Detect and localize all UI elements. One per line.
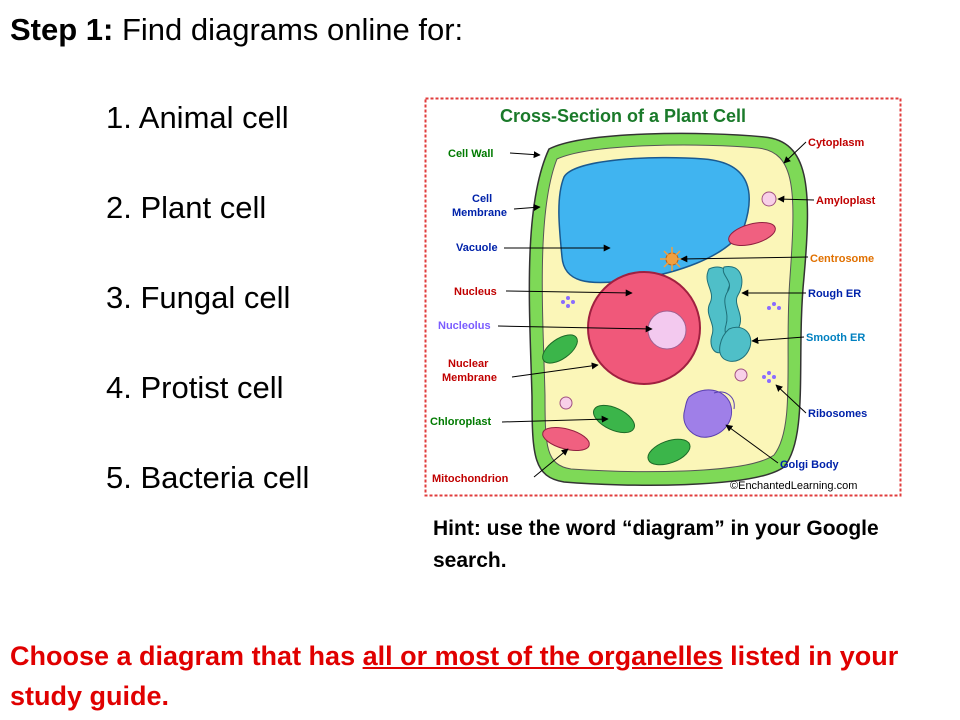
list-text: Protist cell bbox=[140, 370, 284, 405]
list-number: 5. bbox=[106, 460, 132, 495]
label-centrosome: Centrosome bbox=[810, 253, 874, 265]
plant-cell-diagram: Cross-Section of a Plant Cell bbox=[424, 97, 902, 497]
instruction-text: Choose a diagram that has all or most of… bbox=[10, 636, 930, 716]
leader-lines bbox=[497, 141, 815, 478]
list-text: Fungal cell bbox=[140, 280, 291, 315]
list-item: 3. Fungal cell bbox=[106, 278, 309, 368]
label-cell-membrane-line1: Cell bbox=[472, 193, 492, 205]
label-rough-er: Rough ER bbox=[808, 288, 861, 300]
centrosome-shape bbox=[660, 247, 684, 271]
amyloplast-shape bbox=[559, 191, 777, 410]
list-text: Bacteria cell bbox=[140, 460, 310, 495]
label-nuclear-membrane-line1: Nuclear bbox=[448, 358, 489, 370]
smooth-er-shape bbox=[719, 326, 752, 362]
golgi-body-shape bbox=[683, 389, 735, 438]
list-number: 2. bbox=[106, 190, 132, 225]
label-amyloplast: Amyloplast bbox=[816, 195, 876, 207]
diagram-copyright: ©EnchantedLearning.com bbox=[730, 480, 857, 492]
instruction-before: Choose a diagram that has bbox=[10, 641, 363, 671]
label-chloroplast: Chloroplast bbox=[430, 416, 491, 428]
label-nuclear-membrane-line2: Membrane bbox=[442, 372, 497, 384]
instruction-after: listed in your study guide. bbox=[10, 641, 899, 711]
ribosome-shape bbox=[561, 296, 781, 383]
label-mitochondrion: Mitochondrion bbox=[432, 473, 509, 485]
label-smooth-er: Smooth ER bbox=[806, 332, 865, 344]
step-heading: Step 1: Find diagrams online for: bbox=[10, 10, 463, 50]
step-text: Find diagrams online for: bbox=[121, 12, 464, 47]
label-vacuole: Vacuole bbox=[456, 242, 498, 254]
step-label: Step 1: bbox=[10, 12, 114, 47]
label-cell-wall: Cell Wall bbox=[448, 148, 493, 160]
mitochondrion-shape bbox=[542, 222, 776, 451]
list-item: 4. Protist cell bbox=[106, 368, 309, 458]
list-item: 1. Animal cell bbox=[106, 98, 309, 188]
diagram-title: Cross-Section of a Plant Cell bbox=[500, 106, 746, 126]
chloroplast-shape bbox=[542, 334, 691, 466]
list-number: 4. bbox=[106, 370, 132, 405]
list-text: Animal cell bbox=[138, 100, 289, 135]
label-ribosomes: Ribosomes bbox=[808, 408, 867, 420]
hint-text: Hint: use the word “diagram” in your Goo… bbox=[433, 517, 879, 572]
label-cytoplasm: Cytoplasm bbox=[808, 137, 864, 149]
instruction-underlined: all or most of the organelles bbox=[362, 641, 723, 671]
label-nucleolus: Nucleolus bbox=[438, 320, 491, 332]
list-number: 1. bbox=[106, 100, 132, 135]
nucleolus-shape bbox=[647, 310, 687, 350]
label-cell-membrane-line2: Membrane bbox=[452, 207, 507, 219]
cell-type-list: 1. Animal cell 2. Plant cell 3. Fungal c… bbox=[106, 98, 309, 548]
label-golgi-body: Golgi Body bbox=[780, 459, 840, 471]
list-item: 5. Bacteria cell bbox=[106, 458, 309, 548]
list-number: 3. bbox=[106, 280, 132, 315]
list-text: Plant cell bbox=[140, 190, 267, 225]
label-nucleus: Nucleus bbox=[454, 286, 497, 298]
list-item: 2. Plant cell bbox=[106, 188, 309, 278]
